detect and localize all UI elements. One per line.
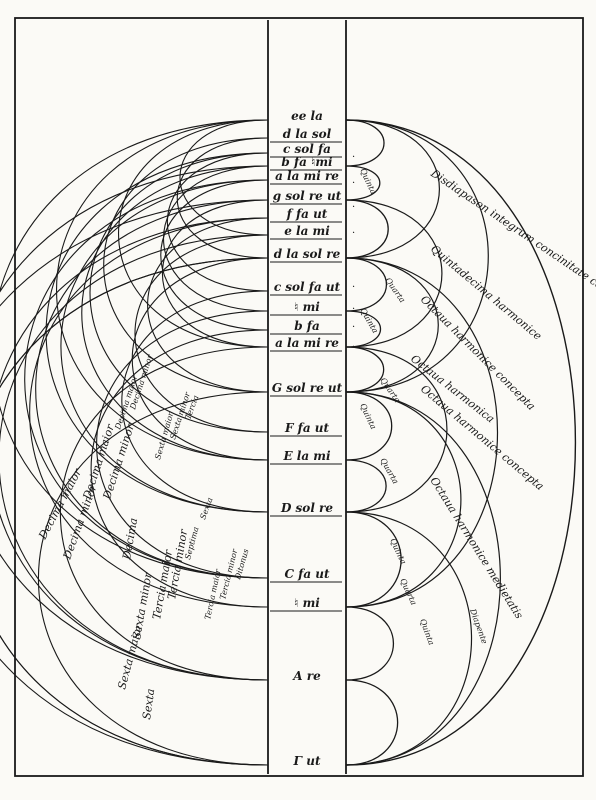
interval-arc	[160, 179, 269, 331]
gamut-step-label: Γ ut	[293, 754, 321, 768]
interval-label-right: Quinta	[418, 618, 436, 647]
interval-arc	[345, 119, 441, 259]
gamut-step-label: a la mi re	[275, 336, 339, 350]
gamut-step-label: g sol re ut	[273, 189, 342, 203]
gamut-step-label: ♮ mi	[294, 300, 320, 314]
interval-arc	[345, 199, 443, 348]
interval-arc	[345, 391, 393, 461]
interval-arc	[345, 606, 394, 681]
dot-mark: ·	[352, 282, 355, 293]
gamut-step-label: a la mi re	[275, 169, 339, 183]
interval-arcs	[0, 119, 577, 766]
interval-label-right: Quinta	[358, 402, 378, 431]
interval-arc	[345, 257, 439, 393]
interval-label-right: Octaua harmonice medietatis	[427, 475, 525, 622]
dot-mark: ·	[352, 322, 355, 333]
interval-label-left: Sexta minor	[130, 571, 155, 641]
interval-arc	[179, 119, 269, 236]
interval-arc	[0, 165, 269, 681]
gamut-step-label: d la sol re	[274, 247, 341, 261]
interval-label-right: Quarta	[378, 376, 402, 405]
interval-arc	[345, 119, 577, 766]
interval-label-right: Quinta	[358, 167, 378, 196]
gamut-step-label: C fa ut	[284, 567, 330, 581]
interval-arc	[121, 290, 269, 513]
dot-mark: ·	[352, 178, 355, 189]
interval-arc	[345, 391, 462, 608]
interval-arc	[345, 346, 385, 393]
gamut-step-label: ee la	[291, 109, 323, 123]
dot-mark: ·	[352, 254, 355, 265]
interval-arc	[60, 179, 269, 513]
interval-arc	[90, 329, 269, 608]
interval-arc	[24, 179, 269, 579]
gamut-step-label: G sol re ut	[272, 381, 343, 395]
interval-arc	[103, 137, 269, 393]
gamut-step-label: A re	[292, 669, 321, 683]
dot-mark: ·	[352, 342, 355, 353]
interval-arc	[56, 119, 269, 461]
interval-arc	[345, 119, 489, 393]
gamut-step-label: E la mi	[282, 449, 331, 463]
gamut-step-label: b fa ♮mi	[281, 155, 333, 169]
interval-arc	[117, 119, 269, 348]
gamut-step-label: d la sol	[283, 127, 332, 141]
interval-arc	[167, 152, 269, 292]
gamut-step-label: c sol fa ut	[274, 280, 341, 294]
interval-arc	[345, 391, 501, 766]
interval-arc	[0, 119, 269, 579]
interval-arc	[81, 165, 269, 461]
interval-arc	[345, 165, 381, 201]
interval-label-left: Sexta	[198, 496, 214, 521]
interval-label-right: Quarta	[398, 577, 418, 607]
interval-arc	[0, 257, 269, 766]
interval-arc	[345, 346, 448, 513]
gamut-step-label: f fa ut	[286, 207, 328, 221]
interval-arc	[345, 119, 385, 167]
gamut-dividers: · · · · · · · · ·	[270, 141, 355, 612]
interval-label-right: Quinta	[388, 537, 408, 566]
gamut-step-label: b fa	[294, 319, 320, 333]
interval-arc	[0, 199, 269, 766]
interval-label-left: Sexta	[140, 688, 157, 721]
interval-arc	[162, 199, 269, 348]
interval-arc	[0, 217, 269, 681]
interval-label-right: Quarta	[383, 276, 407, 305]
interval-arc	[35, 199, 269, 579]
interval-arc	[345, 679, 399, 766]
interval-arc	[345, 310, 382, 348]
dot-mark: ·	[352, 304, 355, 315]
dot-mark: ·	[352, 152, 355, 163]
interval-arc	[345, 511, 472, 766]
dot-mark: ·	[352, 202, 355, 213]
interval-label-right: Quarta	[378, 457, 400, 486]
interval-arc	[0, 234, 269, 681]
interval-arc	[29, 217, 269, 608]
interval-arc	[345, 257, 387, 312]
gamut-step-label: ♮ mi	[294, 596, 320, 610]
interval-arc	[134, 234, 269, 433]
interval-arc	[89, 152, 269, 433]
interval-arc	[176, 137, 269, 259]
gamut-step-label: e la mi	[284, 224, 330, 238]
interval-arc	[345, 199, 389, 259]
gamut-step-label: D sol re	[280, 501, 333, 515]
interval-arc	[345, 257, 499, 608]
interval-arc	[147, 217, 269, 393]
interval-arc	[345, 459, 387, 513]
interval-arc	[163, 165, 269, 312]
gamut-step-label: c sol fa	[283, 142, 331, 156]
dot-mark: ·	[352, 228, 355, 239]
gamut-step-label: F fa ut	[284, 421, 330, 435]
interval-arc	[345, 511, 402, 608]
page-frame	[14, 17, 584, 777]
